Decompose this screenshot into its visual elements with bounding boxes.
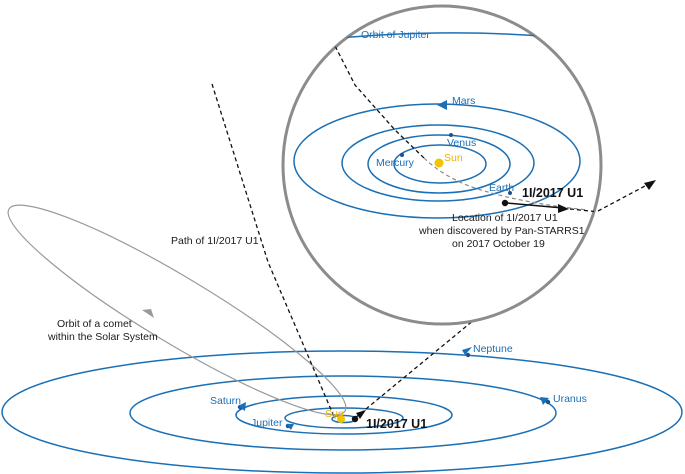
uranus-direction-arrow (540, 397, 549, 405)
inset-outgoing-path (569, 208, 601, 213)
inset-mars-label: Mars (452, 95, 475, 107)
inset-mars-orbit (293, 103, 581, 219)
saturn-orbit (235, 395, 453, 435)
inset-incoming-path (331, 39, 425, 159)
neptune-dot (465, 352, 471, 358)
inset-discovery-arrow (558, 204, 569, 213)
inset-venus-dot (449, 133, 453, 137)
object-label-main: 1I/2017 U1 (366, 417, 427, 431)
uranus-dot (545, 399, 551, 405)
inset-earth-label: Earth (489, 182, 514, 194)
main-orbits (1, 350, 683, 474)
inset-mars-arrow (437, 100, 447, 110)
inset-venus-orbit (367, 134, 511, 194)
sun-main (337, 415, 345, 423)
inset-object-label: 1I/2017 U1 (522, 186, 583, 200)
saturn-direction-arrow (238, 402, 246, 411)
jupiter-label-main: Jupiter (251, 417, 283, 429)
outgoing-path-right (597, 185, 646, 212)
sun-label-main: Sun (325, 408, 344, 420)
path-label: Path of 1I/2017 U1 (171, 235, 259, 247)
object-arrow-main (356, 410, 366, 419)
inset-discovery-segment (505, 202, 564, 209)
jupiter-direction-arrow (286, 424, 294, 430)
inset-mercury-orbit (393, 144, 487, 184)
inset-earth-orbit (341, 124, 535, 202)
discovery-line-1: Location of 1I/2017 U1 (452, 212, 558, 224)
uranus-label: Uranus (553, 393, 587, 405)
inset-sun-label: Sun (444, 152, 463, 164)
comet-label-line-1: Orbit of a comet (57, 318, 132, 330)
inset-earth-dot (508, 191, 512, 195)
inset-object-dot (501, 199, 509, 207)
outgoing-arrow-right (644, 180, 656, 190)
object-dot-main (351, 415, 359, 423)
saturn-label: Saturn (210, 395, 241, 407)
inset-gray-path (423, 157, 589, 211)
inset-mercury-dot (400, 153, 404, 157)
inset-sun (434, 158, 444, 168)
discovery-line-2: when discovered by Pan-STARRS1 (418, 225, 585, 237)
uranus-orbit (129, 375, 557, 451)
comet-label-line-2: within the Solar System (47, 331, 158, 343)
inset-jupiter-label: Orbit of Jupiter (361, 29, 430, 41)
neptune-direction-arrow (462, 347, 472, 355)
neptune-orbit (1, 350, 683, 474)
comet-orbit (7, 204, 347, 416)
comet-arrow (142, 309, 154, 318)
discovery-line-3: on 2017 October 19 (452, 238, 545, 250)
jupiter-orbit (284, 407, 404, 429)
inset-venus-label: Venus (447, 137, 476, 149)
inset-mercury-label: Mercury (376, 157, 415, 169)
neptune-label: Neptune (473, 343, 513, 355)
main-trajectory (211, 83, 481, 420)
